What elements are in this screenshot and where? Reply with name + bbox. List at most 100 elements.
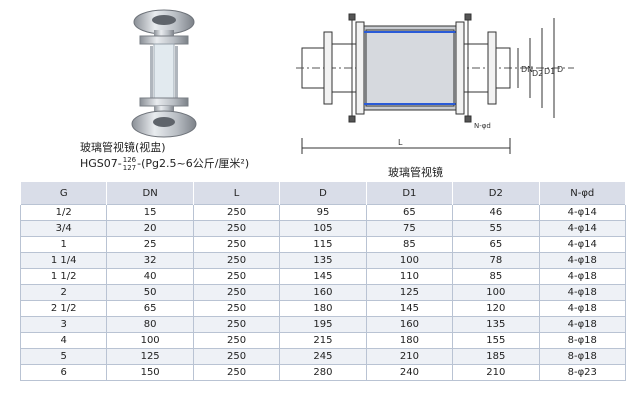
cell-g: 1 [19,236,108,253]
cell-d2: 85 [452,268,540,285]
technical-drawing: DN D2 D1 D L N-φd [296,13,574,154]
table-row: 6 150 250 280 240 210 8-φ23 [19,364,627,381]
cell-d2: 185 [452,348,540,365]
cell-nd: 4-φ18 [538,300,627,317]
cell-g: 6 [19,364,108,381]
model-frac-top: 126 [122,156,137,164]
cell-nd: 4-φ18 [538,316,627,333]
cell-d: 195 [279,316,367,333]
header-d2: D2 [452,182,540,205]
cell-d: 280 [279,364,367,381]
dim-d: D [557,65,563,74]
cell-g: 5 [19,348,108,365]
cell-d2: 100 [452,284,540,301]
cell-g: 3 [19,316,108,333]
cell-d1: 145 [365,300,454,317]
cell-g: 4 [19,332,108,349]
table-row: 1 1/2 40 250 145 110 85 4-φ18 [19,268,627,285]
cell-dn: 80 [106,316,194,333]
cell-nd: 8-φ18 [538,348,627,365]
cell-dn: 20 [106,220,194,237]
table-row: 4 100 250 215 180 155 8-φ18 [19,332,627,349]
model-suffix: -(Pg2.5~6公斤/厘米²) [137,157,250,170]
cell-l: 250 [192,252,281,269]
cell-d2: 120 [452,300,540,317]
cell-dn: 65 [106,300,194,317]
table-row: 2 50 250 160 125 100 4-φ18 [19,284,627,301]
cell-g: 1 1/4 [19,252,108,269]
cell-dn: 150 [106,364,194,381]
cell-g: 3/4 [19,220,108,237]
cell-dn: 15 [106,204,194,221]
cell-d2: 78 [452,252,540,269]
table-row: 2 1/2 65 250 180 145 120 4-φ18 [19,300,627,317]
cell-nd: 4-φ14 [538,220,627,237]
dim-dn: DN [521,65,533,74]
cell-nd: 8-φ18 [538,332,627,349]
cell-l: 250 [192,300,281,317]
header-g: G [19,182,108,205]
cell-dn: 40 [106,268,194,285]
cell-l: 250 [192,236,281,253]
table-row: 1 25 250 115 85 65 4-φ14 [19,236,627,253]
cell-dn: 100 [106,332,194,349]
cell-d2: 155 [452,332,540,349]
cell-d: 115 [279,236,367,253]
cell-l: 250 [192,364,281,381]
cell-l: 250 [192,220,281,237]
table-header-row: G DN L D D1 D2 N-φd [19,182,627,205]
table-row: 1 1/4 32 250 135 100 78 4-φ18 [19,252,627,269]
cell-d1: 100 [365,252,454,269]
cell-d1: 210 [365,348,454,365]
cell-d: 105 [279,220,367,237]
cell-d: 95 [279,204,367,221]
cell-dn: 50 [106,284,194,301]
cell-l: 250 [192,204,281,221]
drawing-caption: 玻璃管视镜 [388,166,443,179]
cell-g: 1 1/2 [19,268,108,285]
cell-l: 250 [192,284,281,301]
cell-d: 215 [279,332,367,349]
cell-d1: 110 [365,268,454,285]
dim-d2: D2 [532,69,543,78]
cell-nd: 4-φ14 [538,204,627,221]
cell-dn: 32 [106,252,194,269]
header-l: L [192,182,281,205]
cell-nd: 8-φ23 [538,364,627,381]
cell-d: 180 [279,300,367,317]
cell-l: 250 [192,316,281,333]
cell-g: 1/2 [19,204,108,221]
cell-dn: 125 [106,348,194,365]
cell-d2: 210 [452,364,540,381]
header-d: D [279,182,367,205]
cell-d2: 55 [452,220,540,237]
table-row: 3 80 250 195 160 135 4-φ18 [19,316,627,333]
cell-g: 2 [19,284,108,301]
header-nd: N-φd [538,182,627,205]
header-d1: D1 [365,182,454,205]
cell-d: 245 [279,348,367,365]
cell-l: 250 [192,268,281,285]
spec-table: G DN L D D1 D2 N-φd 1/2 15 250 95 65 46 … [19,182,627,381]
cell-d1: 85 [365,236,454,253]
cell-d: 145 [279,268,367,285]
cell-d2: 135 [452,316,540,333]
cell-d: 160 [279,284,367,301]
cell-d1: 65 [365,204,454,221]
cell-l: 250 [192,348,281,365]
cell-d2: 46 [452,204,540,221]
cell-dn: 25 [106,236,194,253]
table-row: 5 125 250 245 210 185 8-φ18 [19,348,627,365]
cell-d1: 125 [365,284,454,301]
dim-nd: N-φd [474,122,491,130]
cell-d: 135 [279,252,367,269]
table-row: 1/2 15 250 95 65 46 4-φ14 [19,204,627,221]
cell-nd: 4-φ18 [538,284,627,301]
model-prefix: HGS07- [80,157,122,170]
cell-nd: 4-φ18 [538,252,627,269]
model-frac-bottom: 127 [122,164,137,172]
dim-d1: D1 [544,67,555,76]
cell-d1: 180 [365,332,454,349]
cell-d1: 75 [365,220,454,237]
